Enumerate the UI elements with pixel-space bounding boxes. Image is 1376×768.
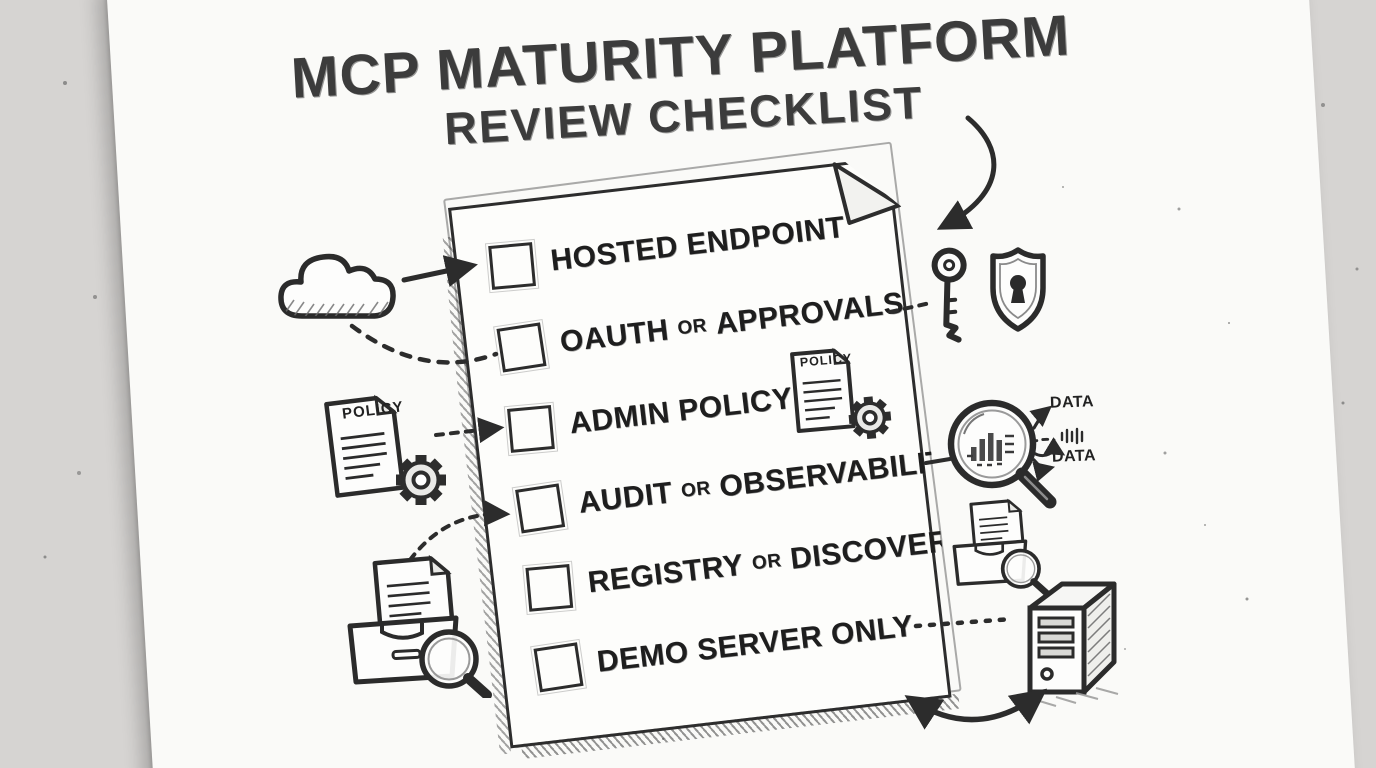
checkbox-admin-policy[interactable] [507,405,555,453]
magnifier-bar-chart-icon [947,399,1057,509]
checklist-row-admin-policy: ADMIN POLICY [507,377,796,454]
label-hosted-endpoint: HOSTED ENDPOINT [548,210,847,278]
sheet-speckles [0,0,2,2]
desk-speckles [0,0,2,2]
document-tray-magnifier-icon-left [347,554,492,698]
document-tray-magnifier-icon-right [952,498,1050,595]
data-label-top: DATA [1049,393,1095,412]
cloud-icon [278,253,396,319]
label-demo-server-only: DEMO SERVER ONLY [595,609,916,679]
data-label-bottom: DATA [1051,447,1097,466]
checklist-row-hosted-endpoint: HOSTED ENDPOINT [488,206,848,291]
gear-icon [848,396,892,440]
key-shield-icon [931,247,1046,343]
folded-corner [826,150,912,232]
policy-document-gear-icon-small: POLICY [781,337,904,457]
checkbox-demo-server-only[interactable] [533,642,583,692]
policy-document-gear-icon-left: POLICY [318,386,466,518]
key-icon [931,247,967,343]
shield-lock-icon [990,247,1046,332]
gear-icon [396,455,446,505]
checklist-row-demo-server-only: DEMO SERVER ONLY [534,604,916,691]
checkbox-registry-discovery[interactable] [525,564,573,612]
checkbox-audit-observability[interactable] [515,483,565,533]
label-admin-policy: ADMIN POLICY [567,381,795,441]
checkbox-hosted-endpoint[interactable] [488,242,536,290]
checkbox-oauth-approvals[interactable] [496,322,546,372]
server-tower-icon [1027,581,1119,707]
